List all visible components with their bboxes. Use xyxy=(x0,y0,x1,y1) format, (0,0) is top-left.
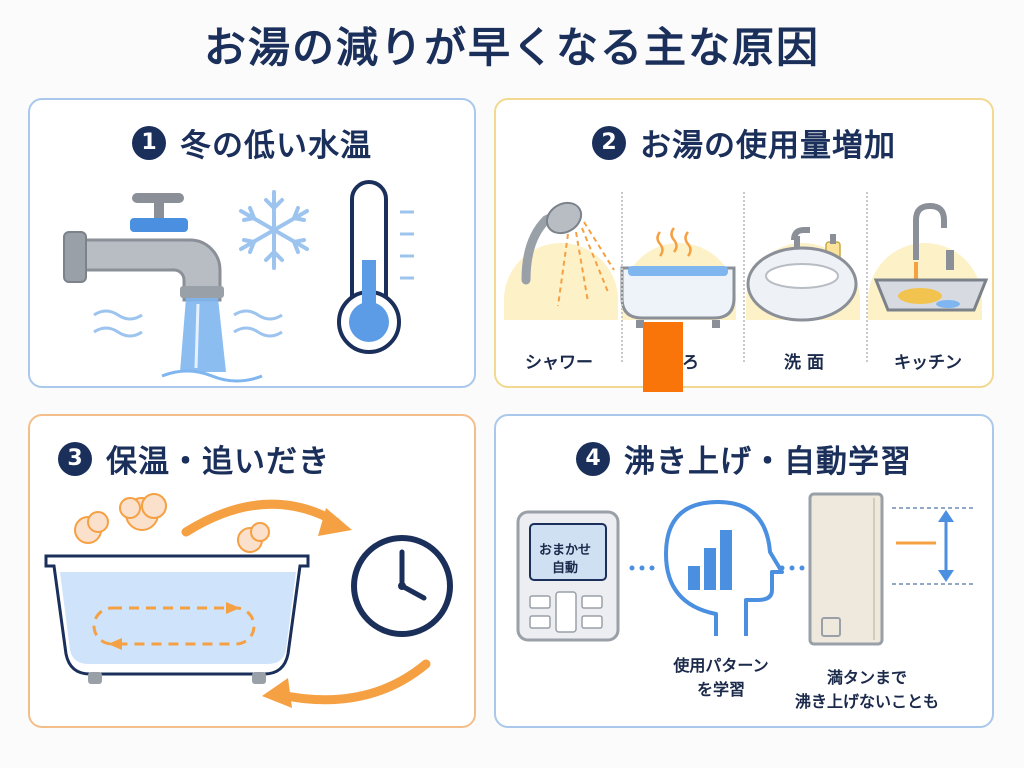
panel-title: 沸き上げ・自動学習 xyxy=(624,444,912,480)
usage-label-washbasin: 洗 面 xyxy=(784,353,824,373)
water-heater-tank-icon xyxy=(808,492,884,646)
panel-3-illustration xyxy=(44,493,453,708)
panel-1-illustration xyxy=(63,180,414,383)
panel-number-badge: 2 xyxy=(592,125,626,160)
head-caption-line-1: 使用パターン xyxy=(673,656,769,675)
dotted-separator xyxy=(743,192,745,362)
panel-low-water-temperature: 1 冬の低い水温 xyxy=(28,98,476,388)
panel-4-illustration xyxy=(516,492,974,646)
kitchen-sink-icon xyxy=(873,202,989,312)
shower-icon xyxy=(521,201,615,307)
dotted-connector xyxy=(629,565,805,571)
panel-number-badge: 3 xyxy=(58,441,92,476)
curved-arrow-top xyxy=(181,499,352,537)
cold-wave-lines xyxy=(93,309,283,338)
orange-overlay-block xyxy=(643,322,683,392)
curved-arrow-bottom xyxy=(262,659,431,708)
head-caption: 使用パターン を学習 xyxy=(646,654,796,702)
clock-icon xyxy=(351,535,453,637)
faucet-icon xyxy=(63,193,263,383)
panel-keep-warm-reheat: 3 保温・追いだき xyxy=(28,414,476,728)
panel-heating-auto-learning: 4 沸き上げ・自動学習 xyxy=(494,414,994,728)
washbasin-icon xyxy=(746,227,858,322)
panel-title: 保温・追いだき xyxy=(106,444,330,480)
usage-label-kitchen: キッチン xyxy=(894,353,962,373)
remote-screen-text: おまかせ 自動 xyxy=(532,542,598,578)
usage-label-shower: シャワー xyxy=(525,353,593,373)
steam-cloud-icon xyxy=(74,493,270,553)
panel-hot-water-usage-increase: 2 お湯の使用量増加 xyxy=(494,98,994,388)
bathtub-icon xyxy=(44,554,310,684)
tank-caption-line-2: 沸き上げないことも xyxy=(794,692,939,711)
dotted-separator xyxy=(621,192,623,362)
panel-header: 3 保温・追いだき xyxy=(30,436,474,481)
remote-controller-icon xyxy=(516,510,620,642)
remote-screen-line-2: 自動 xyxy=(551,561,578,576)
head-learning-icon xyxy=(664,500,784,636)
panel-header: 1 冬の低い水温 xyxy=(30,120,474,165)
snowflake-icon xyxy=(239,190,309,270)
panel-number-badge: 1 xyxy=(132,125,166,160)
panel-2-illustration xyxy=(504,201,989,328)
panel-number-badge: 4 xyxy=(576,441,610,476)
panel-title: お湯の使用量増加 xyxy=(640,128,896,164)
tank-level-indicator xyxy=(892,507,974,585)
dotted-separator xyxy=(866,192,868,362)
tank-caption: 満タンまで 沸き上げないことも xyxy=(782,666,952,714)
panel-header: 2 お湯の使用量増加 xyxy=(496,120,992,165)
panel-header: 4 沸き上げ・自動学習 xyxy=(496,436,992,481)
head-caption-line-2: を学習 xyxy=(696,680,745,699)
tank-caption-line-1: 満タンまで xyxy=(826,668,907,687)
remote-screen-line-1: おまかせ xyxy=(538,543,591,558)
thermometer-icon xyxy=(337,180,414,354)
bathtub-icon xyxy=(620,227,736,328)
page-title: お湯の減りが早くなる主な原因 xyxy=(203,23,820,72)
panel-title: 冬の低い水温 xyxy=(180,128,372,164)
